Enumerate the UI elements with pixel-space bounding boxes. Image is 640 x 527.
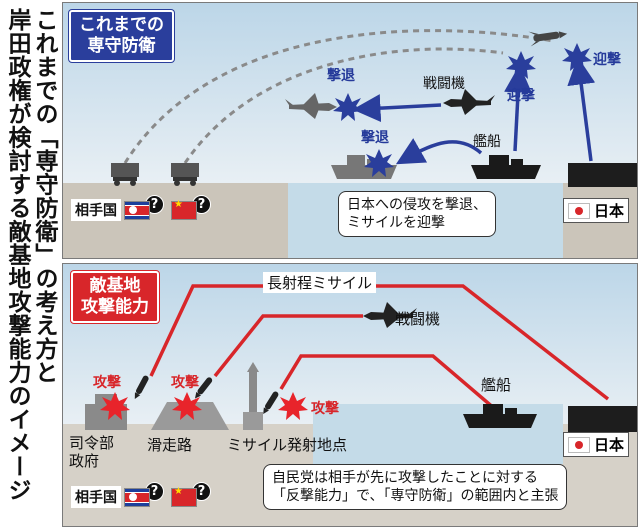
explosion-burst-icon [506,51,536,79]
panel-counterstrike-capability: 敵基地 攻撃能力 長射程ミサイル 戦闘機 艦船 攻撃 攻撃 攻撃 司令部 政府 … [62,263,638,527]
china-flag-icon [171,486,197,507]
panel-conventional-defense: これまでの 専守防衛 撃退 戦闘機 撃退 艦船 迎撃 迎撃 日本への侵攻を撃退、… [62,2,638,259]
label-intercept-coast: 迎撃 [593,52,621,68]
note-ldp-position: 自民党は相手が先に攻撃したことに対する 「反撃能力」で、「専守防衛」の範囲内と主… [263,464,568,510]
japan-ship-icon [463,404,537,428]
explosion-burst-icon [562,43,592,71]
opponent-label: 相手国 [71,486,121,508]
label-hq-government: 司令部 政府 [69,434,115,470]
label-ship: 艦船 [481,376,512,394]
label-fighter: 戦闘機 [395,310,441,328]
explosion-burst-icon [278,392,308,420]
figure-title-line-2: 岸田政権が検討する敵基地攻撃能力のイメージ [4,8,30,502]
panel-title-text: 敵基地 攻撃能力 [81,276,149,317]
missile-icon [134,375,149,399]
arrow-repel-fighter [352,94,442,123]
missile-icon [194,377,213,399]
arrow-intercept-ship [504,64,533,152]
missile-icon [528,31,568,47]
figure-title-line-1: これまでの「専守防衛」の考え方と [31,8,57,384]
japan-tag: 日本 [563,432,630,457]
label-attack-launch-site: 攻撃 [311,401,339,417]
panel-title-conventional: これまでの 専守防衛 [69,10,174,62]
label-runway: 滑走路 [147,436,193,454]
missile-launcher-icon [111,163,139,186]
japan-coast [568,406,637,432]
label-repel-fighter: 撃退 [327,68,355,84]
label-launch-site: ミサイル発射地点 [227,436,348,454]
label-fighter: 戦闘機 [423,76,465,92]
japan-label: 日本 [594,436,625,454]
arrow-intercept-coast [567,56,596,162]
explosion-burst-icon [364,149,394,177]
explosion-burst-icon [100,392,130,420]
long-range-missile-path [149,284,610,401]
top-diagram-graphics [111,29,637,187]
japan-flag-icon [568,436,590,453]
missile-launcher-icon [171,163,199,186]
japan-tag: 日本 [563,198,630,223]
missile-trajectory-short [183,47,504,164]
japan-ship-icon [471,155,541,179]
north-korea-flag-icon [124,200,150,220]
note-conventional: 日本への侵攻を撃退、 ミサイルを迎撃 [338,191,496,237]
opponent-label: 相手国 [71,199,121,221]
arrow-repel-ship [395,138,483,165]
opponent-countries: 相手国 ? ? [71,194,211,221]
panel-title-text: これまでの 専守防衛 [79,15,164,56]
japan-coast [568,163,637,187]
missile-trajectory-long [123,29,554,164]
explosion-burst-icon [333,93,363,121]
missile-launch-site-icon [243,362,263,430]
label-attack-hq: 攻撃 [93,375,121,391]
japan-flag-icon [568,202,590,219]
china-flag-icon [171,199,197,220]
opponent-countries: 相手国 ? ? [71,481,211,508]
japan-fighter-jet-icon [443,89,495,115]
missile-icon [263,391,279,415]
label-long-range-missile: 長射程ミサイル [263,272,377,293]
north-korea-flag-icon [124,487,150,507]
enemy-fighter-jet-icon [285,93,337,119]
japan-fighter-jet-icon [363,302,417,328]
label-repel-ship: 撃退 [361,130,389,146]
label-attack-runway: 攻撃 [171,375,199,391]
label-intercept-ship: 迎撃 [507,88,535,104]
panel-title-counterstrike: 敵基地 攻撃能力 [71,271,159,323]
explosion-burst-icon [172,392,202,420]
ship-missile-path [279,354,497,411]
japan-label: 日本 [594,202,625,220]
label-ship: 艦船 [473,134,501,150]
fighter-missile-path [213,314,363,378]
